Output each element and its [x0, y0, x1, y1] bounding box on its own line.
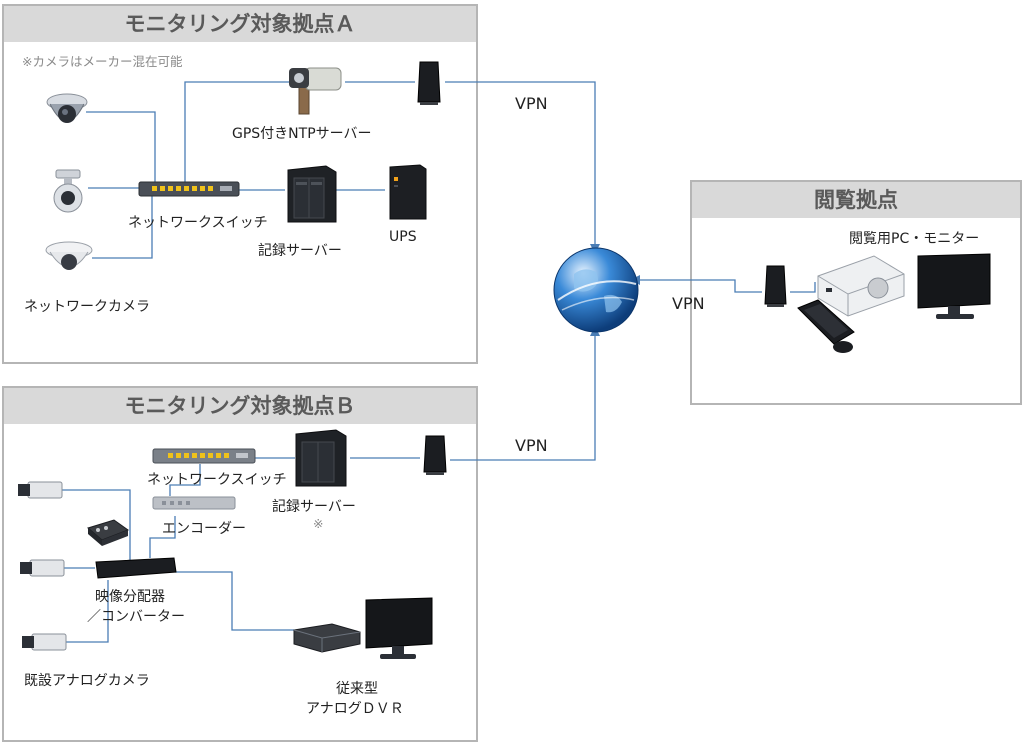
- ups-label: UPS: [389, 229, 417, 245]
- line-viewing-globe: [640, 279, 762, 293]
- monitor-icon: [917, 253, 991, 319]
- line-cam1-splitter: [62, 489, 131, 562]
- splitter-label-line1: 映像分配器: [95, 589, 165, 605]
- dvr-label-line2: アナログＤＶＲ: [306, 701, 404, 717]
- line-router-b-globe: [450, 336, 596, 461]
- mouse-icon: [833, 341, 853, 353]
- viewing-router-icon: [764, 265, 787, 307]
- line-router-pc: [790, 282, 816, 293]
- fisheye-camera-icon: [45, 241, 93, 270]
- line-dome-cam-switch: [86, 111, 156, 188]
- site-a-recorder-label: 記録サーバー: [258, 243, 342, 259]
- gps-ntp-server-icon: [289, 67, 342, 115]
- site-b-recorder-note: ※: [313, 516, 324, 531]
- vpn-label-a: VPN: [515, 94, 548, 113]
- line-fisheye-cam-switch: [92, 196, 153, 259]
- ups-icon: [389, 164, 427, 220]
- dome-camera-icon: [46, 93, 88, 123]
- site-b-switch-label: ネットワークスイッチ: [147, 472, 287, 488]
- site-b-switch-icon: [152, 448, 256, 464]
- line-switch-gps: [184, 81, 290, 182]
- viewing-pc-label: 閲覧用PC・モニター: [849, 231, 980, 247]
- dvr-label-line1: 従来型: [336, 681, 378, 697]
- converter-icon: [86, 519, 130, 546]
- analog-camera-icon-2: [20, 559, 65, 577]
- gps-ntp-label: GPS付きNTPサーバー: [232, 126, 372, 142]
- line-router-a-globe: [445, 81, 596, 244]
- nas-server-icon: [287, 165, 337, 223]
- vpn-label-view: VPN: [672, 294, 705, 313]
- site-a-switch-label: ネットワークスイッチ: [128, 215, 268, 231]
- line-splitter-dvr: [175, 571, 295, 631]
- network-camera-label: ネットワークカメラ: [24, 299, 150, 315]
- analog-camera-icon: [18, 481, 63, 499]
- analog-camera-label: 既設アナログカメラ: [24, 673, 150, 689]
- vpn-label-b: VPN: [515, 436, 548, 455]
- line-encoder-splitter: [149, 516, 176, 558]
- router-icon: [417, 61, 441, 105]
- encoder-label: エンコーダー: [162, 521, 246, 537]
- site-b-title: モニタリング対象拠点Ｂ: [4, 388, 476, 424]
- encoder-icon: [152, 496, 236, 510]
- site-b-nas-server-icon: [295, 429, 347, 487]
- site-b-recorder-label: 記録サーバー: [272, 499, 356, 515]
- site-b-router-icon: [423, 435, 447, 475]
- line-cam3-splitter: [66, 580, 109, 643]
- viewing-site-title: 閲覧拠点: [692, 182, 1020, 218]
- dvr-monitor-icon: [365, 597, 433, 659]
- site-b-frame: モニタリング対象拠点Ｂ: [2, 386, 478, 742]
- analog-camera-icon-3: [22, 633, 67, 651]
- ptz-camera-icon: [53, 169, 83, 213]
- internet-globe-icon: [553, 247, 639, 333]
- dvr-icon: [293, 623, 361, 653]
- line-switch-encoder: [169, 464, 201, 496]
- splitter-label-line2: ／コンバーター: [87, 609, 185, 625]
- desktop-pc-icon: [817, 255, 905, 317]
- network-switch-icon: [138, 181, 240, 197]
- site-a-title: モニタリング対象拠点Ａ: [4, 6, 476, 42]
- video-splitter-icon: [95, 557, 177, 579]
- camera-mix-note: ※カメラはメーカー混在可能: [22, 54, 183, 69]
- keyboard-icon: [797, 299, 855, 345]
